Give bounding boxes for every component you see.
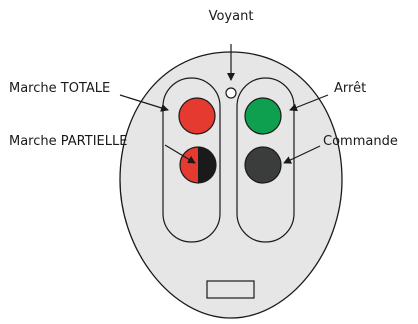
- arrow-commande: [283, 145, 321, 164]
- label-commande: Commande: [323, 134, 398, 149]
- label-voyant: Voyant: [209, 9, 254, 24]
- button-arret[interactable]: [244, 97, 282, 135]
- left-button-group: [162, 77, 221, 243]
- label-marche-totale: Marche TOTALE: [9, 81, 110, 96]
- label-arret: Arrêt: [334, 81, 366, 96]
- indicator-light: [225, 87, 237, 99]
- button-marche-totale[interactable]: [178, 97, 216, 135]
- remote-body: [119, 51, 343, 319]
- button-marche-partielle[interactable]: [179, 146, 217, 184]
- arrow-arret: [289, 94, 329, 112]
- arrow-marche-partielle: [164, 144, 196, 164]
- button-commande[interactable]: [244, 146, 282, 184]
- arrow-marche-totale: [119, 94, 169, 112]
- bottom-slot: [206, 280, 255, 299]
- label-marche-partielle: Marche PARTIELLE: [9, 134, 127, 149]
- right-button-group: [236, 77, 295, 243]
